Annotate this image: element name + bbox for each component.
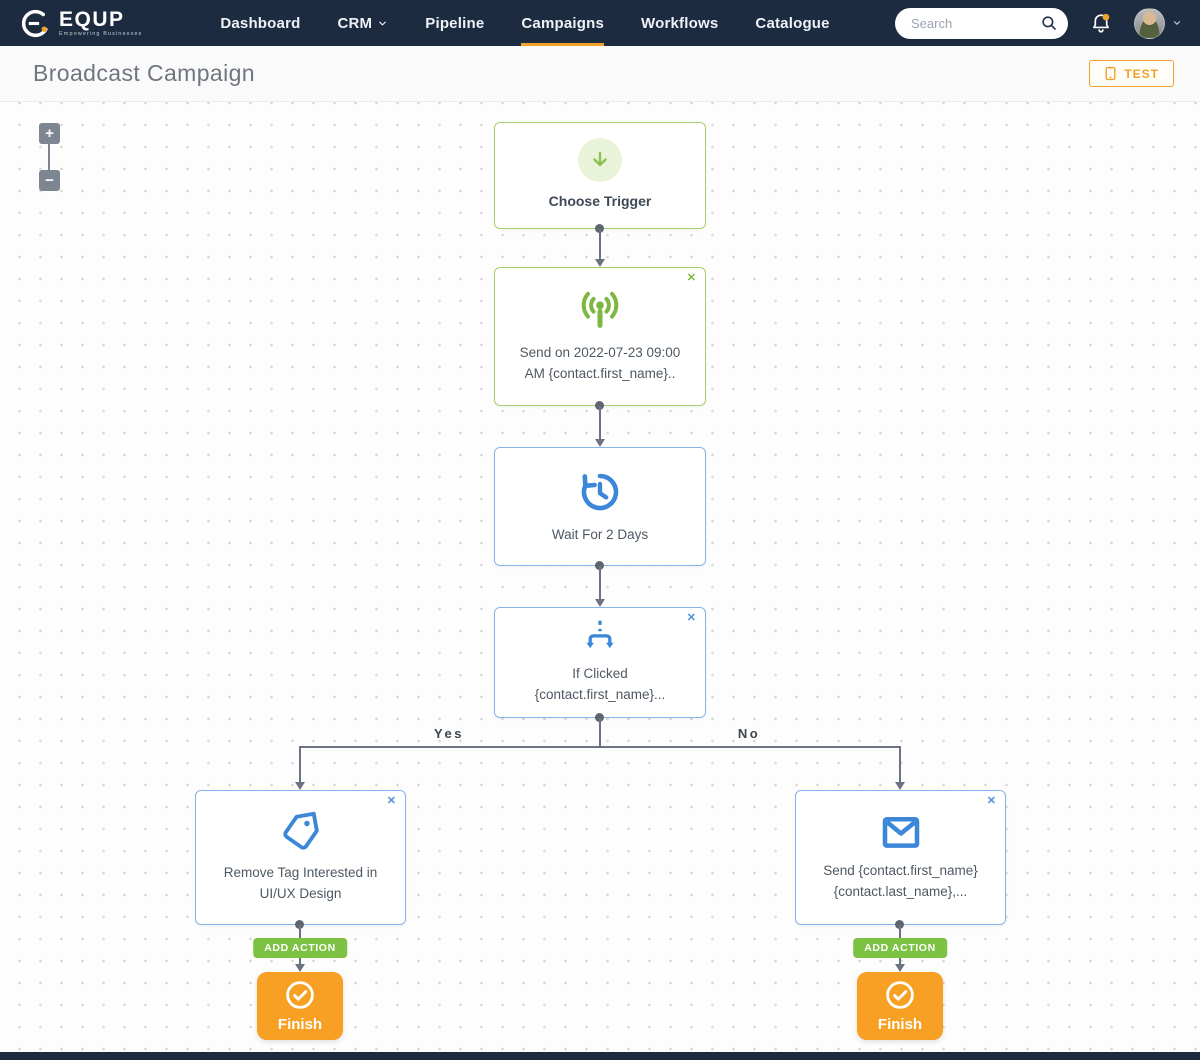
close-icon[interactable]: ✕ [386,795,396,807]
connector-line [899,958,901,964]
main-nav: Dashboard CRM Pipeline Campaigns Workflo… [220,0,830,46]
branch-label-no: No [737,726,761,741]
connector-line [599,718,601,748]
page-header: Broadcast Campaign TEST [0,46,1200,102]
close-icon[interactable]: ✕ [686,612,696,624]
connector-dot [595,401,604,410]
zoom-out-button[interactable]: − [39,170,60,191]
node-label: If Clicked {contact.first_name}... [534,666,666,702]
connector-arrow [595,259,605,267]
history-clock-icon [581,473,619,510]
search-bar [895,7,1068,39]
nav-item-pipeline[interactable]: Pipeline [425,0,484,46]
connector-dot [895,920,904,929]
nav-item-workflows[interactable]: Workflows [641,0,718,46]
nav-item-label: Workflows [641,14,719,32]
check-circle-icon [286,981,314,1009]
zoom-control-line [48,144,50,171]
connector-line [299,748,301,782]
connector-line [599,229,601,259]
nav-item-label: Campaigns [521,14,605,32]
chevron-down-icon [1173,21,1181,25]
bell-icon [1093,13,1110,33]
node-label: Remove Tag Interested in UI/UX Design [223,865,378,901]
profile-menu-button[interactable] [1172,18,1182,28]
node-label: Send {contact.first_name} {contact.last_… [823,863,978,899]
add-action-button[interactable]: ADD ACTION [253,938,347,958]
connector-arrow [895,964,905,972]
node-send-email[interactable]: ✕ Send {contact.first_name} {contact.las… [795,790,1006,925]
search-icon[interactable] [1040,14,1058,32]
connector-arrow [895,782,905,790]
node-wait[interactable]: Wait For 2 Days [494,447,706,566]
brand-tagline: Empowering Businesses [59,30,143,37]
connector-dot [595,224,604,233]
nav-item-dashboard[interactable]: Dashboard [220,0,300,46]
notification-badge [1102,13,1110,21]
check-circle-icon [886,981,914,1009]
node-label: Choose Trigger [548,193,652,210]
zoom-in-button[interactable]: + [39,123,60,144]
brand-name: EQUP [59,7,125,31]
finish-label: Finish [877,1016,923,1033]
brand-logo[interactable]: EQUP Empowering Businesses [20,0,142,46]
branch-label-yes: Yes [434,726,464,741]
finish-label: Finish [277,1016,323,1033]
node-label: Send on 2022-07-23 09:00 AM {contact.fir… [519,345,681,381]
avatar[interactable] [1134,7,1165,39]
connector-dot [295,920,304,929]
connector-arrow [295,964,305,972]
connector-line [899,925,901,938]
node-send-broadcast[interactable]: ✕ Send on 2022-07-23 09:00 AM {contact.f… [494,267,706,406]
finish-node[interactable]: Finish [857,972,943,1040]
arrow-down-icon [593,151,607,167]
page-title: Broadcast Campaign [33,60,255,86]
logo-icon [21,9,50,37]
nav-right-cluster [895,0,1182,46]
connector-dot [595,561,604,570]
chevron-down-icon [379,21,387,25]
connector-line [599,406,601,439]
workflow-canvas: + − Choose Trigger ✕ Send on 2022-07-23 … [0,102,1200,1052]
test-icon [1105,66,1116,81]
broadcast-icon [581,292,619,328]
connector-line [599,566,601,599]
nav-item-crm[interactable]: CRM [337,0,388,46]
connector-line [299,925,301,938]
search-input[interactable] [911,15,1040,31]
add-action-button[interactable]: ADD ACTION [853,938,947,958]
connector-arrow [595,599,605,607]
node-remove-tag[interactable]: ✕ Remove Tag Interested in UI/UX Design [195,790,406,925]
trigger-circle [578,138,622,183]
connector-line [899,748,901,782]
nav-item-label: Dashboard [220,14,301,32]
connector-dot [595,713,604,722]
nav-item-label: CRM [337,14,373,32]
node-choose-trigger[interactable]: Choose Trigger [494,122,706,229]
close-icon[interactable]: ✕ [686,272,696,284]
notifications-button[interactable] [1090,11,1112,35]
test-button-label: TEST [1124,66,1159,81]
envelope-icon [882,817,919,848]
branch-horizontal-line [299,746,901,748]
close-icon[interactable]: ✕ [986,795,996,807]
connector-arrow [595,439,605,447]
node-label: Wait For 2 Days [551,526,649,542]
connector-line [299,958,301,964]
connector-arrow [295,782,305,790]
nav-item-label: Catalogue [755,14,830,32]
bottom-bar [0,1052,1200,1060]
test-button[interactable]: TEST [1089,60,1174,87]
nav-item-campaigns[interactable]: Campaigns [521,0,605,46]
top-navbar: EQUP Empowering Businesses Dashboard CRM… [0,0,1200,46]
node-if-clicked[interactable]: ✕ If Clicked {contact.first_name}... [494,607,706,718]
tag-icon [282,811,319,850]
branch-icon [586,620,614,649]
finish-node[interactable]: Finish [257,972,343,1040]
nav-item-label: Pipeline [425,14,485,32]
nav-item-catalogue[interactable]: Catalogue [755,0,829,46]
